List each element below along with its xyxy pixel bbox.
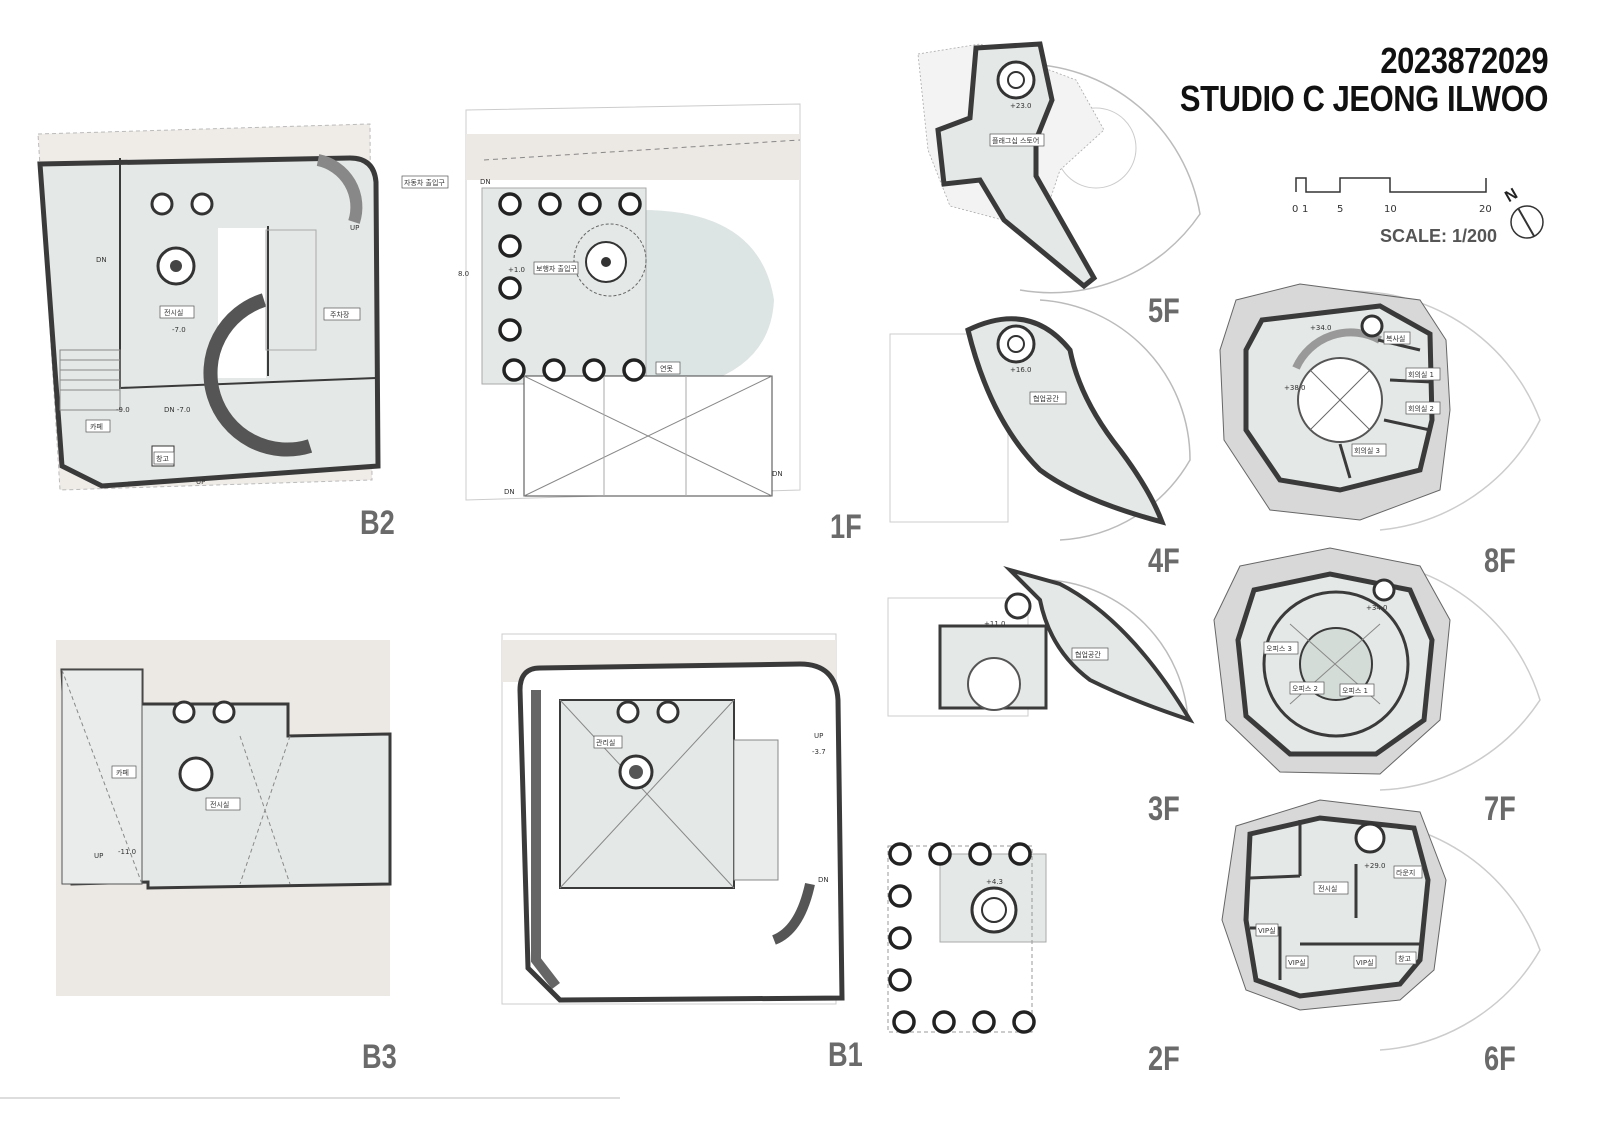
4f-room-cowork: 협업공간 bbox=[1033, 394, 1059, 403]
floor-label-7f: 7F bbox=[1484, 790, 1516, 828]
b1-room-office: 관리실 bbox=[596, 738, 615, 747]
3f-level: +11.0 bbox=[984, 620, 1005, 628]
scale-tick-1: 1 bbox=[1302, 204, 1308, 215]
b3-room-labels: 카페 전시실 -11.0 UP bbox=[94, 765, 241, 860]
8f-labels: 복사실 회의실 1 회의실 2 회의실 3 +34.0 +38.0 bbox=[1284, 324, 1441, 457]
plan-b2: 전시실 주차장 카페 창고 -7.0 -9.0 DN -7.0 UP DN UP bbox=[37, 123, 381, 491]
north-label: N bbox=[1502, 185, 1521, 206]
plan-7f: 오피스 3 오피스 2 오피스 1 +34.0 bbox=[1213, 547, 1541, 791]
student-id: 2023872029 bbox=[1380, 40, 1548, 81]
8f-level-1: +34.0 bbox=[1310, 324, 1331, 332]
6f-room-exhibit: 전시실 bbox=[1318, 884, 1337, 893]
7f-room-office-2: 오피스 2 bbox=[1292, 684, 1318, 693]
5f-level: +23.0 bbox=[1010, 102, 1031, 110]
6f-room-vip-2: VIP실 bbox=[1288, 958, 1306, 967]
6f-room-vip-3: VIP실 bbox=[1356, 958, 1374, 967]
4f-level: +16.0 bbox=[1010, 366, 1031, 374]
b2-room-exhibit: 전시실 bbox=[164, 308, 183, 317]
plan-4f: 협업공간 +16.0 bbox=[889, 299, 1191, 541]
b2-room-labels: 전시실 주차장 카페 창고 -7.0 -9.0 DN -7.0 UP DN UP bbox=[85, 224, 361, 486]
2f-columns bbox=[888, 842, 1036, 1034]
studio-title: STUDIO C JEONG ILWOO bbox=[1179, 78, 1549, 119]
floor-label-8f: 8F bbox=[1484, 542, 1516, 580]
floor-label-2f: 2F bbox=[1148, 1040, 1180, 1078]
1f-ped-entrance: 보행자 출입구 bbox=[536, 264, 577, 273]
plan-2f: +4.3 bbox=[887, 842, 1047, 1034]
plan-1f: 자동차 출입구 보행자 출입구 연못 +1.0 8.0 DN DN DN bbox=[401, 103, 801, 501]
b3-level-1: -11.0 bbox=[118, 848, 136, 856]
3f-labels: 협업공간 +11.0 bbox=[984, 620, 1109, 661]
8f-room-meeting-3: 회의실 3 bbox=[1354, 446, 1380, 455]
3f-room-cowork: 협업공간 bbox=[1075, 650, 1101, 659]
b3-room-exhibit: 전시실 bbox=[210, 800, 229, 809]
2f-level: +4.3 bbox=[986, 878, 1003, 886]
1f-level-1: +1.0 bbox=[508, 266, 525, 274]
plan-6f: 전시실 라운지 VIP실 VIP실 VIP실 창고 +29.0 bbox=[1221, 799, 1541, 1051]
b3-room-cafe: 카페 bbox=[116, 768, 129, 777]
7f-labels: 오피스 3 오피스 2 오피스 1 +34.0 bbox=[1263, 604, 1387, 697]
7f-room-office-3: 오피스 3 bbox=[1266, 644, 1292, 653]
b1-mark-dn: DN bbox=[818, 876, 829, 884]
scale-tick-10: 10 bbox=[1384, 204, 1397, 215]
b1-room-labels: 관리실 -3.7 UP DN bbox=[593, 732, 829, 884]
b3-mark-up: UP bbox=[94, 852, 103, 860]
b2-level-1: -7.0 bbox=[172, 326, 186, 334]
1f-level-2: 8.0 bbox=[458, 270, 469, 278]
1f-mark-dn-3: DN bbox=[504, 488, 515, 496]
7f-room-office-1: 오피스 1 bbox=[1342, 686, 1368, 695]
8f-level-2: +38.0 bbox=[1284, 384, 1305, 392]
5f-room-store: 플래그십 스토어 bbox=[992, 136, 1039, 145]
1f-car-entrance: 자동차 출입구 bbox=[404, 178, 445, 187]
floor-label-b1: B1 bbox=[828, 1036, 863, 1074]
plan-3f: 협업공간 +11.0 bbox=[887, 566, 1195, 724]
b2-level-2: -9.0 bbox=[116, 406, 130, 414]
1f-room-labels: 자동차 출입구 보행자 출입구 연못 +1.0 8.0 DN DN DN bbox=[401, 175, 783, 496]
scale-tick-20: 20 bbox=[1479, 204, 1492, 215]
plan-5f: 플래그십 스토어 +23.0 bbox=[917, 41, 1201, 294]
6f-labels: 전시실 라운지 VIP실 VIP실 VIP실 창고 +29.0 bbox=[1255, 862, 1423, 969]
plan-8f: 복사실 회의실 1 회의실 2 회의실 3 +34.0 +38.0 bbox=[1219, 283, 1541, 531]
scale-bar: 0 1 5 10 20 SCALE: 1/200 bbox=[1292, 177, 1497, 246]
b2-room-cafe: 카페 bbox=[90, 422, 103, 431]
4f-labels: 협업공간 +16.0 bbox=[1010, 366, 1067, 405]
floor-label-6f: 6F bbox=[1484, 1040, 1516, 1078]
b1-mark-up: UP bbox=[814, 732, 823, 740]
scale-label: SCALE: 1/200 bbox=[1380, 226, 1497, 246]
floor-label-b3: B3 bbox=[362, 1038, 397, 1076]
1f-mark-dn-2: DN bbox=[772, 470, 783, 478]
scale-tick-5: 5 bbox=[1337, 204, 1343, 215]
north-arrow-icon: N bbox=[1502, 185, 1544, 239]
8f-room-meeting-1: 회의실 1 bbox=[1408, 370, 1434, 379]
6f-room-storage: 창고 bbox=[1398, 955, 1411, 963]
6f-room-lounge: 라운지 bbox=[1396, 868, 1415, 877]
scale-tick-0: 0 bbox=[1292, 204, 1298, 215]
b2-mark-dn: DN bbox=[96, 256, 107, 264]
5f-labels: 플래그십 스토어 +23.0 bbox=[989, 102, 1045, 147]
floor-label-b2: B2 bbox=[360, 504, 395, 542]
floor-label-5f: 5F bbox=[1148, 292, 1180, 330]
b2-level-3: DN -7.0 bbox=[164, 406, 191, 414]
6f-level: +29.0 bbox=[1364, 862, 1385, 870]
b2-room-parking: 주차장 bbox=[330, 310, 350, 319]
floor-label-4f: 4F bbox=[1148, 542, 1180, 580]
plan-b1: 관리실 -3.7 UP DN bbox=[501, 633, 845, 1005]
8f-room-copy: 복사실 bbox=[1386, 334, 1405, 343]
b1-level-1: -3.7 bbox=[812, 748, 826, 756]
b2-mark-up-2: UP bbox=[196, 478, 205, 486]
floor-label-3f: 3F bbox=[1148, 790, 1180, 828]
floor-label-1f: 1F bbox=[830, 508, 862, 546]
plan-b3: 카페 전시실 -11.0 UP bbox=[56, 640, 392, 996]
8f-room-meeting-2: 회의실 2 bbox=[1408, 404, 1434, 413]
1f-pond: 연못 bbox=[660, 365, 673, 373]
7f-level: +34.0 bbox=[1366, 604, 1387, 612]
1f-columns bbox=[498, 192, 646, 382]
6f-room-vip-1: VIP실 bbox=[1258, 926, 1276, 935]
b2-room-storage: 창고 bbox=[156, 455, 169, 463]
1f-mark-dn-1: DN bbox=[480, 178, 491, 186]
b2-mark-up: UP bbox=[350, 224, 359, 232]
